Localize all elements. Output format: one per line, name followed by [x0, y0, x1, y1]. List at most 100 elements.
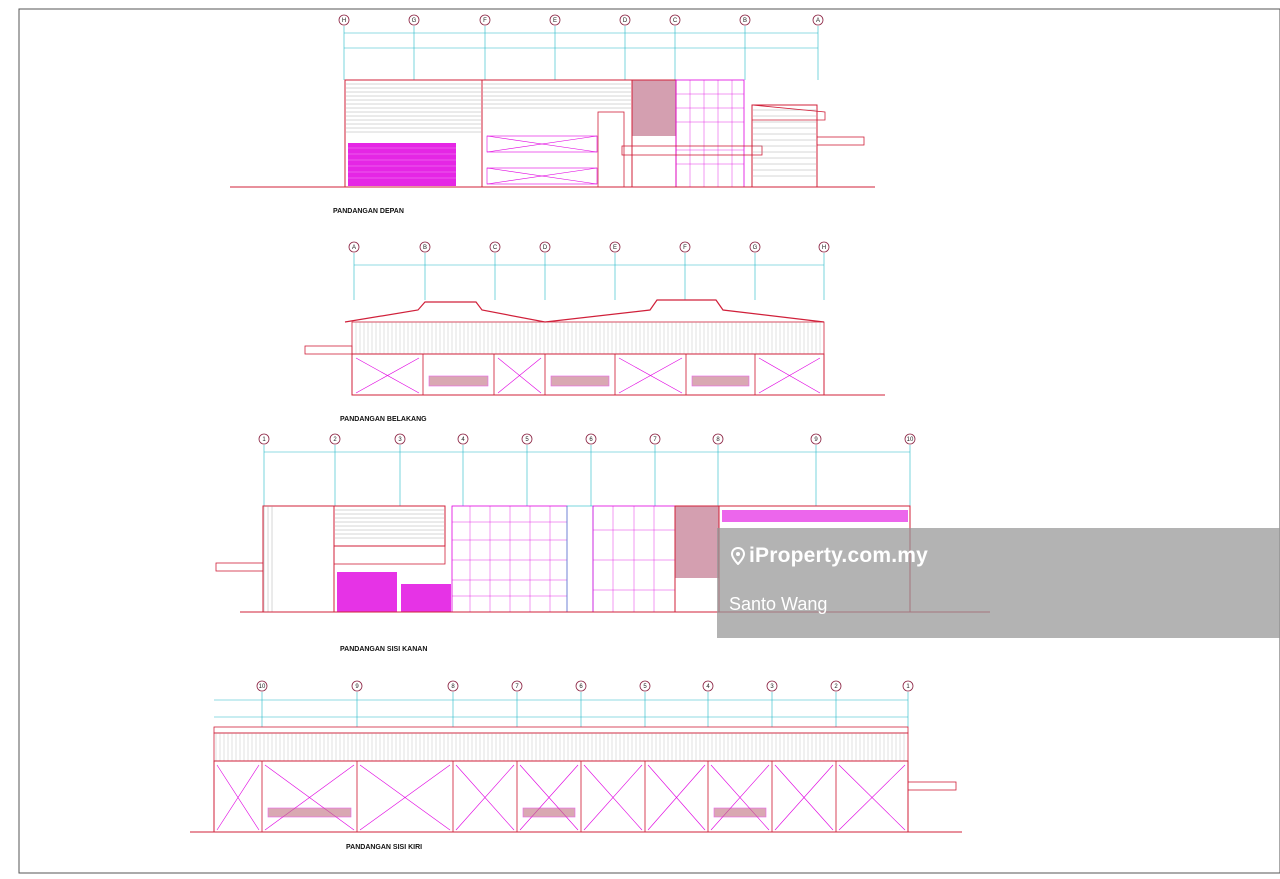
- grid-bubble: [904, 433, 916, 445]
- grid-bubble: [258, 433, 270, 445]
- left-bay: [452, 760, 518, 833]
- grid-bubble: [766, 680, 778, 692]
- grid-bubble: [447, 680, 459, 692]
- grid-label: 7: [515, 684, 519, 690]
- grid-label: 4: [461, 437, 465, 443]
- rear-bay: [754, 353, 825, 396]
- rear-bay: [685, 353, 756, 396]
- grid-label: E: [613, 245, 617, 251]
- grid-bubble: [609, 241, 621, 253]
- watermark-agent-name: Santo Wang: [729, 594, 828, 614]
- grid-bubble: [489, 241, 501, 253]
- left-bay: [644, 760, 709, 833]
- watermark-brand-text: iProperty.com.my: [749, 544, 929, 567]
- front-windows-middle: [486, 135, 598, 185]
- grid-label: D: [543, 245, 548, 251]
- grid-bubble: [810, 433, 822, 445]
- grid-label: E: [553, 18, 557, 24]
- grid-bubble: [419, 241, 431, 253]
- rear-bay: [614, 353, 687, 396]
- grid-label: B: [423, 245, 427, 251]
- left-grid-lines: 10 9 8 7 6 5 4 3 2 1: [256, 680, 914, 727]
- grid-bubble: [818, 241, 830, 253]
- grid-bubble: [830, 680, 842, 692]
- grid-bubble: [457, 433, 469, 445]
- grid-label: 2: [333, 437, 337, 443]
- grid-label: G: [412, 18, 417, 24]
- grid-label: H: [342, 18, 346, 24]
- grid-bubble: [812, 14, 824, 26]
- front-title: PANDANGAN DEPAN: [333, 208, 404, 215]
- grid-bubble: [329, 433, 341, 445]
- left-bay: [707, 760, 773, 833]
- grid-label: 6: [589, 437, 593, 443]
- watermark-brand: iProperty.com.my: [731, 544, 928, 568]
- left-bay: [356, 760, 454, 833]
- right-title: PANDANGAN SISI KANAN: [340, 646, 427, 653]
- grid-label: 1: [906, 684, 910, 690]
- grid-bubble: [669, 14, 681, 26]
- rear-elevation: A B C D E F G H PANDANGAN BELAKANG: [304, 241, 885, 423]
- grid-label: 10: [259, 684, 266, 690]
- grid-bubble: [739, 14, 751, 26]
- grid-bubble: [619, 14, 631, 26]
- grid-bubble: [702, 680, 714, 692]
- sheet-frame: [18, 8, 1280, 874]
- grid-bubble: [256, 680, 268, 692]
- grid-label: 8: [716, 437, 720, 443]
- grid-label: 3: [770, 684, 774, 690]
- grid-label: 1: [262, 437, 266, 443]
- left-bay: [261, 760, 358, 833]
- grid-bubble: [394, 433, 406, 445]
- left-side-elevation: 10 9 8 7 6 5 4 3 2 1 PANDANGAN SISI KIRI: [190, 680, 962, 851]
- rear-bay: [544, 353, 616, 396]
- left-bay: [771, 760, 837, 833]
- grid-bubble: [585, 433, 597, 445]
- rear-title: PANDANGAN BELAKANG: [340, 416, 427, 423]
- grid-bubble: [749, 241, 761, 253]
- grid-label: C: [493, 245, 498, 251]
- front-curtain-wall: [632, 80, 676, 136]
- grid-bubble: [639, 680, 651, 692]
- grid-label: 5: [525, 437, 529, 443]
- grid-label: A: [352, 245, 356, 251]
- grid-bubble: [351, 680, 363, 692]
- grid-bubble: [575, 680, 587, 692]
- grid-label: 5: [643, 684, 647, 690]
- grid-label: 6: [579, 684, 583, 690]
- front-roller-shutter: [348, 143, 456, 186]
- grid-label: G: [753, 245, 758, 251]
- left-bay: [580, 760, 646, 833]
- rear-bay: [351, 353, 424, 396]
- grid-label: B: [743, 18, 747, 24]
- grid-label: 7: [653, 437, 657, 443]
- grid-bubble: [479, 14, 491, 26]
- grid-bubble: [348, 241, 360, 253]
- rear-bay: [422, 353, 495, 396]
- rear-grid-lines: A B C D E F G H: [348, 241, 830, 300]
- watermark-banner: iProperty.com.my Santo Wang: [717, 528, 1280, 638]
- grid-bubble: [539, 241, 551, 253]
- grid-label: 8: [451, 684, 455, 690]
- left-bay: [516, 760, 582, 833]
- grid-label: 9: [814, 437, 818, 443]
- grid-label: H: [822, 245, 826, 251]
- left-title: PANDANGAN SISI KIRI: [346, 844, 422, 851]
- location-pin-icon: [731, 547, 745, 565]
- grid-bubble: [511, 680, 523, 692]
- grid-bubble: [712, 433, 724, 445]
- rear-bay: [493, 353, 546, 396]
- grid-label: 4: [706, 684, 710, 690]
- left-bay: [835, 760, 909, 833]
- grid-label: F: [683, 245, 687, 251]
- grid-bubble: [902, 680, 914, 692]
- grid-label: 2: [834, 684, 838, 690]
- grid-bubble: [521, 433, 533, 445]
- grid-label: A: [816, 18, 820, 24]
- front-cladding-left: [346, 83, 481, 133]
- grid-label: 9: [355, 684, 359, 690]
